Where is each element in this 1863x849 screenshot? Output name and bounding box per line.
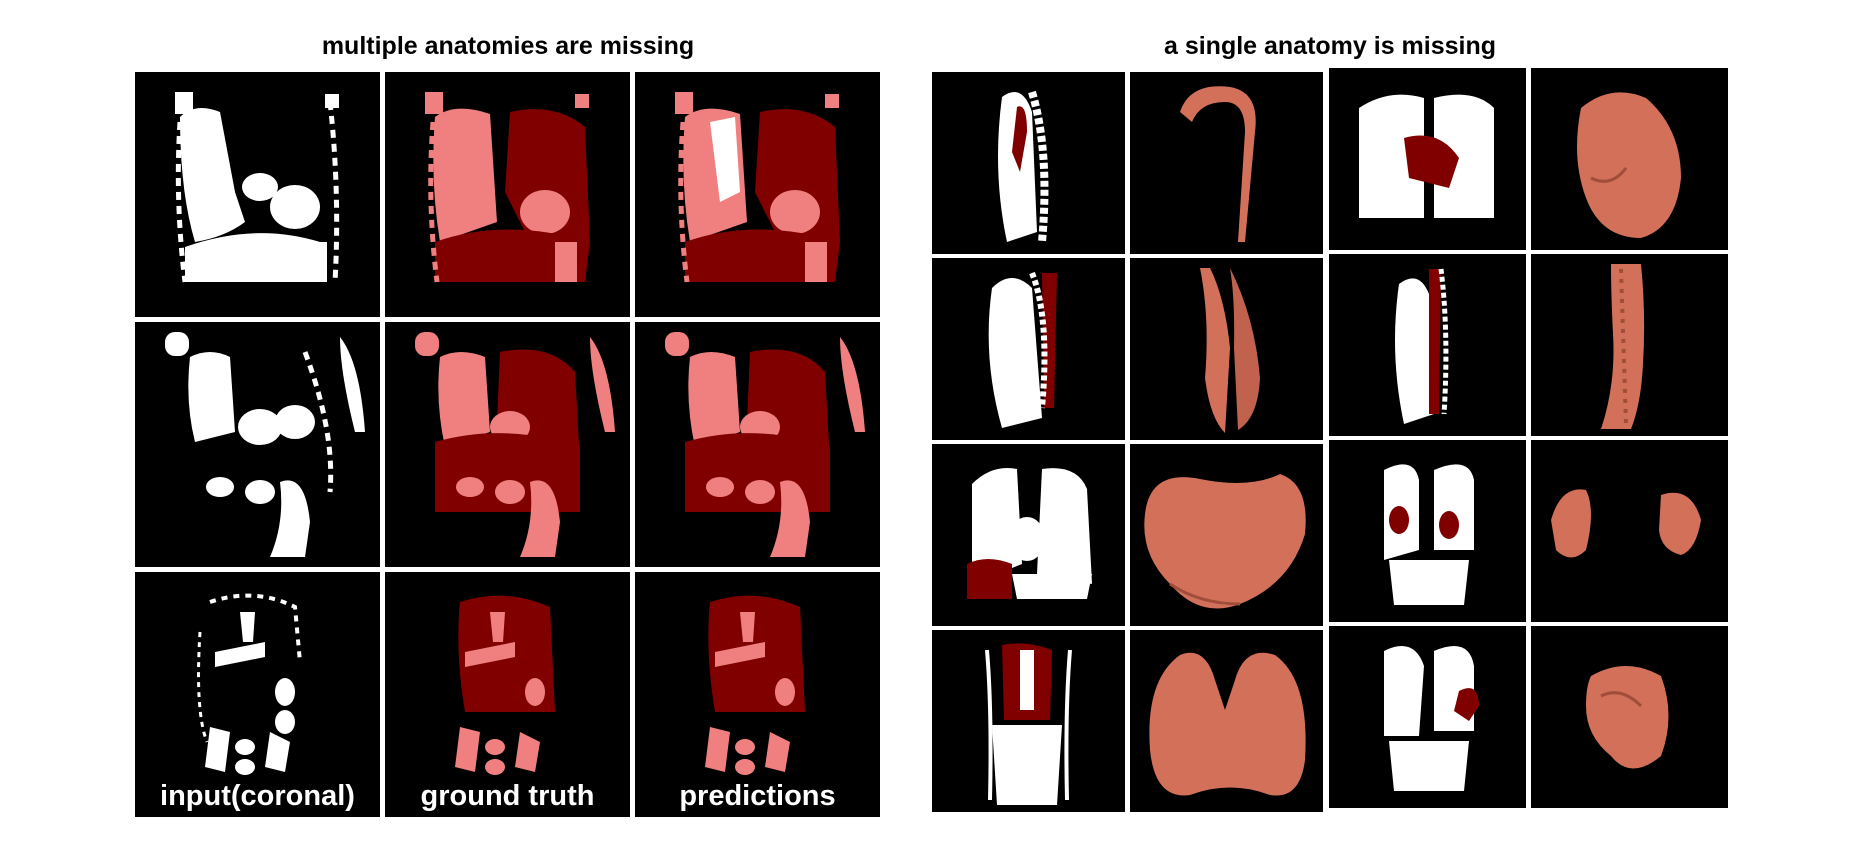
single-missing-block-1 (932, 72, 1323, 814)
caption-ground-truth: ground truth (420, 780, 595, 812)
render-2-2 (1531, 254, 1728, 436)
spine-render (1601, 264, 1645, 429)
segmentation-ground-truth-3 (455, 595, 555, 775)
caption-input: input(coronal) (160, 780, 355, 812)
render-1-3 (1130, 444, 1323, 626)
kidneys-render (1551, 489, 1701, 558)
slice-1-2 (932, 258, 1125, 440)
slice-2-4 (1329, 626, 1526, 808)
render-1-1 (1130, 72, 1323, 254)
liver-render (1144, 474, 1306, 609)
segmentation-slice (988, 271, 1057, 428)
segmentation-slice (998, 90, 1049, 243)
segmentation-prediction-1 (675, 92, 840, 283)
slice-2-2 (1329, 254, 1526, 436)
render-1-4 (1130, 630, 1323, 812)
input-row3: input(coronal) (135, 572, 380, 817)
slice-1-4 (932, 630, 1125, 812)
single-missing-block-2 (1329, 68, 1728, 810)
ground-truth-row2 (385, 322, 630, 567)
prediction-row3: predictions (635, 572, 880, 817)
prediction-row1 (635, 72, 880, 317)
spleen-render (1586, 666, 1669, 769)
input-row1 (135, 72, 380, 317)
lungs-strip-render (1200, 268, 1260, 433)
slice-1-1 (932, 72, 1125, 254)
segmentation-ground-truth-1 (425, 92, 590, 283)
lung-render (1577, 92, 1681, 238)
segmentation-slice (1395, 268, 1449, 424)
segmentation-slice (1359, 94, 1494, 218)
render-2-3 (1531, 440, 1728, 622)
segmentation-slice (985, 643, 1072, 805)
segmentation-slice (1384, 464, 1474, 605)
right-panel-title: a single anatomy is missing (1163, 32, 1497, 60)
slice-1-3 (932, 444, 1125, 626)
segmentation-input-3 (197, 593, 302, 775)
slice-2-1 (1329, 68, 1526, 250)
multi-missing-grid: input(coronal) ground truth predictions (135, 72, 881, 818)
ground-truth-row3: ground truth (385, 572, 630, 817)
segmentation-ground-truth-2 (415, 332, 615, 557)
caption-predictions: predictions (679, 780, 836, 812)
ground-truth-row1 (385, 72, 630, 317)
render-1-2 (1130, 258, 1323, 440)
slice-2-3 (1329, 440, 1526, 622)
segmentation-input-1 (175, 92, 340, 283)
prediction-row2 (635, 322, 880, 567)
aorta-render (1180, 86, 1256, 243)
input-row2 (135, 322, 380, 567)
segmentation-slice (1384, 646, 1479, 791)
segmentation-prediction-3 (705, 595, 805, 775)
segmentation-input-2 (165, 332, 365, 557)
segmentation-prediction-2 (665, 332, 865, 557)
segmentation-slice (967, 468, 1092, 599)
left-panel-title: multiple anatomies are missing (321, 32, 695, 60)
render-2-4 (1531, 626, 1728, 808)
lung-pair-render (1149, 652, 1306, 796)
render-2-1 (1531, 68, 1728, 250)
